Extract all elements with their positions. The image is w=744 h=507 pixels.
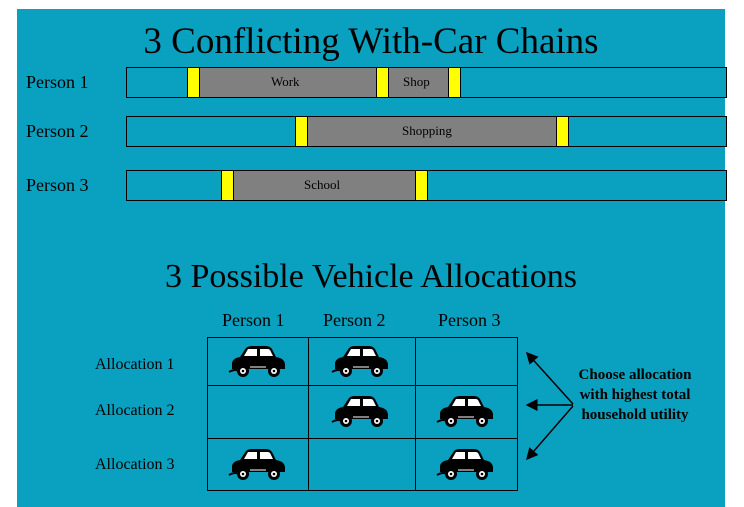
row-label-allocation-1: Allocation 1 (95, 356, 175, 373)
trip-marker (187, 68, 200, 97)
note-line: household utility (581, 407, 689, 423)
person-3-timeline: School (126, 170, 727, 201)
grid-line (208, 438, 517, 439)
allocation-table (207, 337, 518, 491)
trip-marker (448, 68, 461, 97)
allocations-title: 3 Possible Vehicle Allocations (164, 258, 578, 295)
grid-line (415, 338, 416, 490)
car-icon (436, 393, 496, 429)
car-icon (436, 446, 496, 482)
grid-line (308, 338, 309, 490)
column-header-person-3: Person 3 (438, 310, 501, 330)
person-2-label: Person 2 (26, 121, 89, 141)
segment-label-work: Work (271, 74, 300, 89)
car-icon (228, 343, 288, 379)
activity-segment-work (200, 68, 376, 97)
slide: 3 Conflicting With-Car Chains Person 1 W… (17, 9, 727, 507)
row-label-allocation-3: Allocation 3 (95, 456, 175, 473)
trip-marker (556, 117, 569, 146)
car-icon (331, 343, 391, 379)
column-header-person-2: Person 2 (323, 310, 386, 330)
note-line: Choose allocation (578, 367, 692, 383)
segment-label-shop: Shop (403, 74, 430, 89)
choice-arrows (525, 351, 574, 461)
trip-marker (415, 171, 428, 200)
segment-label-school: School (304, 177, 341, 192)
note-line: with highest total (579, 387, 691, 403)
column-header-person-1: Person 1 (222, 310, 285, 330)
person-1-label: Person 1 (26, 72, 89, 92)
person-3-label: Person 3 (26, 175, 89, 195)
person-1-timeline: Work Shop (126, 67, 727, 98)
row-label-allocation-2: Allocation 2 (95, 402, 175, 419)
choose-allocation-note: Choose allocation with highest total hou… (565, 365, 705, 425)
activity-segment-school (234, 171, 415, 200)
trip-marker (376, 68, 389, 97)
segment-label-shopping: Shopping (402, 123, 452, 138)
car-icon (228, 446, 288, 482)
person-2-timeline: Shopping (126, 116, 727, 147)
activity-segment-shop (389, 68, 448, 97)
activity-segment-shopping (308, 117, 556, 146)
trip-marker (221, 171, 234, 200)
grid-line (208, 385, 517, 386)
car-icon (331, 393, 391, 429)
trip-marker (295, 117, 308, 146)
chains-title: 3 Conflicting With-Car Chains (143, 21, 599, 62)
